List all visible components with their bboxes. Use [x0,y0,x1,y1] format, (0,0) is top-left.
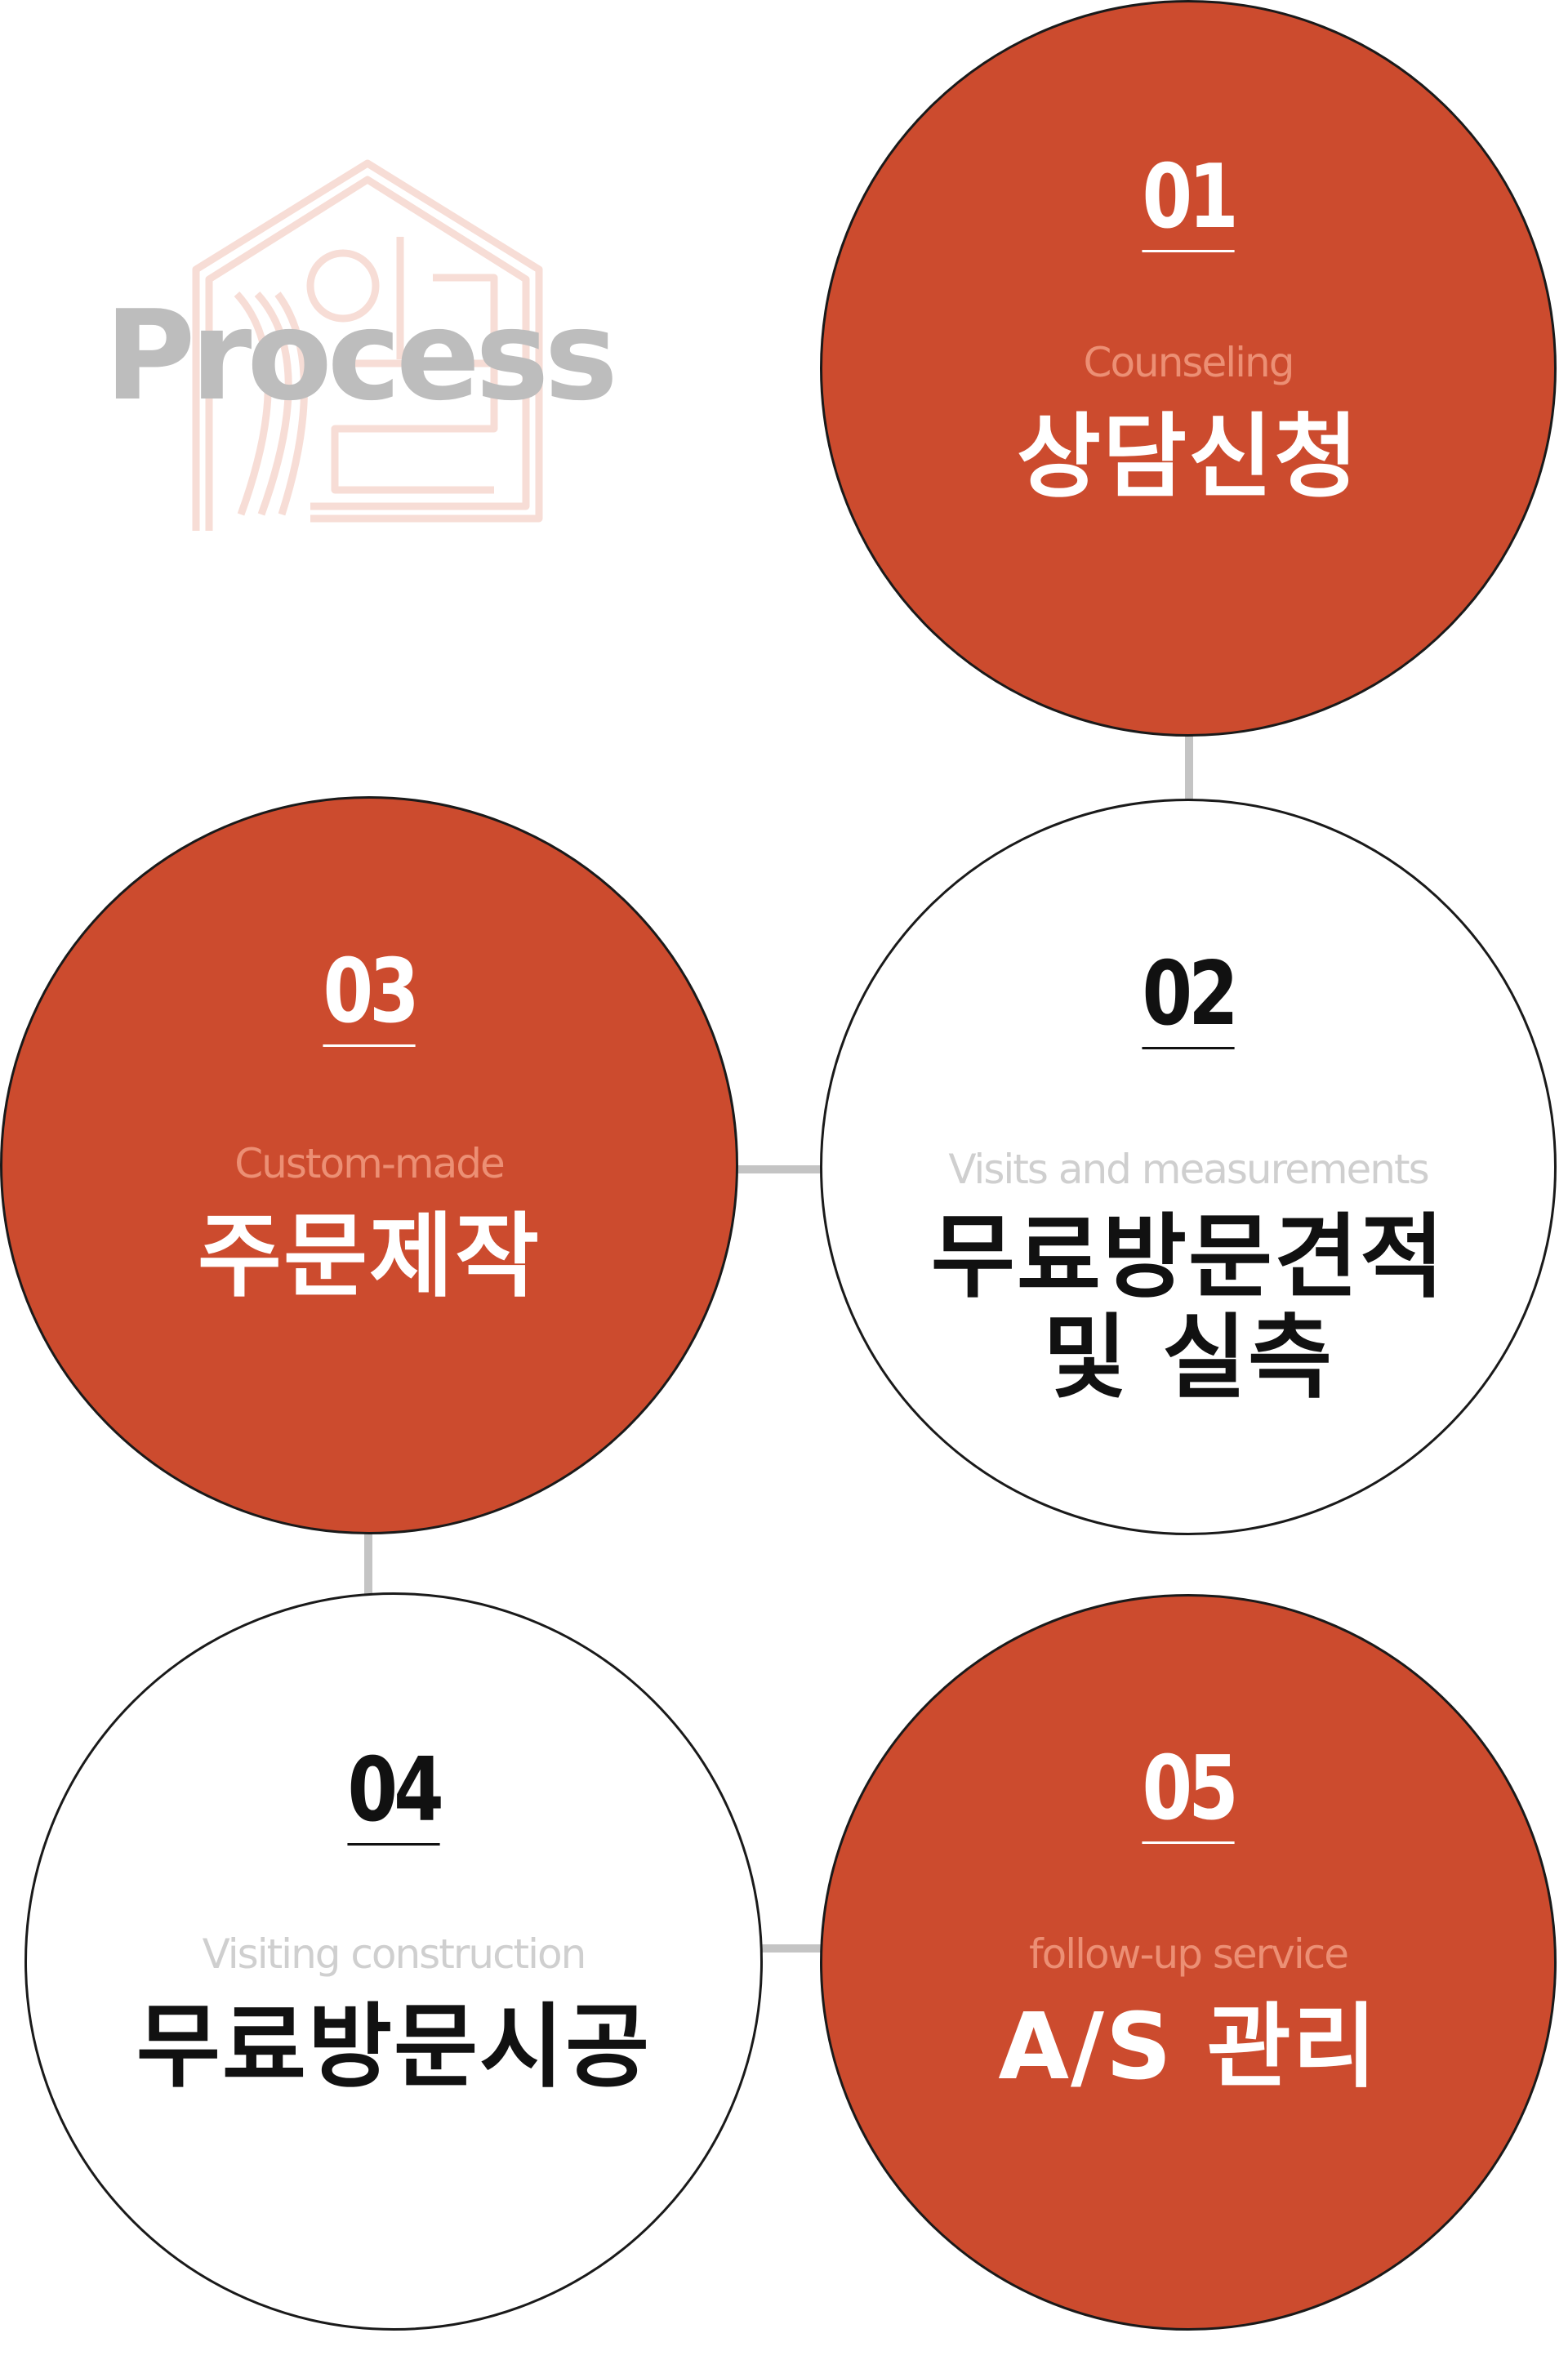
step-title: A/S 관리 [998,1994,1379,2100]
step-subtitle: Visits and measurements [948,1146,1429,1193]
step-03-circle: 03 Custom-made 주문제작 [0,796,738,1534]
step-subtitle: Custom-made [234,1140,505,1187]
step-title: 상담신청 [1016,404,1361,510]
step-subtitle: follow-up service [1029,1930,1349,1978]
connector-04-05 [760,1944,825,1953]
step-title: 무료방문시공 [136,1994,652,2100]
connector-01-02 [1185,735,1193,800]
page-title: Process [105,283,618,428]
step-05-circle: 05 follow-up service A/S 관리 [820,1594,1557,2331]
step-number: 05 [1142,1745,1239,1844]
step-title: 주문제작 [197,1204,541,1310]
step-title: 무료방문견적 및 실측 [930,1204,1446,1412]
connector-02-03 [735,1165,825,1173]
step-title-line-1: 무료방문견적 [930,1204,1446,1311]
house-logo-icon [192,159,543,531]
step-title-line-2: 및 실측 [1042,1305,1334,1412]
step-number: 03 [323,948,420,1047]
step-number: 02 [1142,951,1239,1049]
step-04-circle: 04 Visiting construction 무료방문시공 [24,1592,763,2331]
step-02-circle: 02 Visits and measurements 무료방문견적 및 실측 [820,799,1557,1535]
step-subtitle: Visiting construction [202,1930,587,1978]
step-01-circle: 01 Counseling 상담신청 [820,0,1557,737]
step-number: 04 [347,1747,444,1846]
connector-03-04 [364,1531,372,1595]
step-subtitle: Counseling [1083,339,1295,386]
step-number: 01 [1142,154,1239,252]
